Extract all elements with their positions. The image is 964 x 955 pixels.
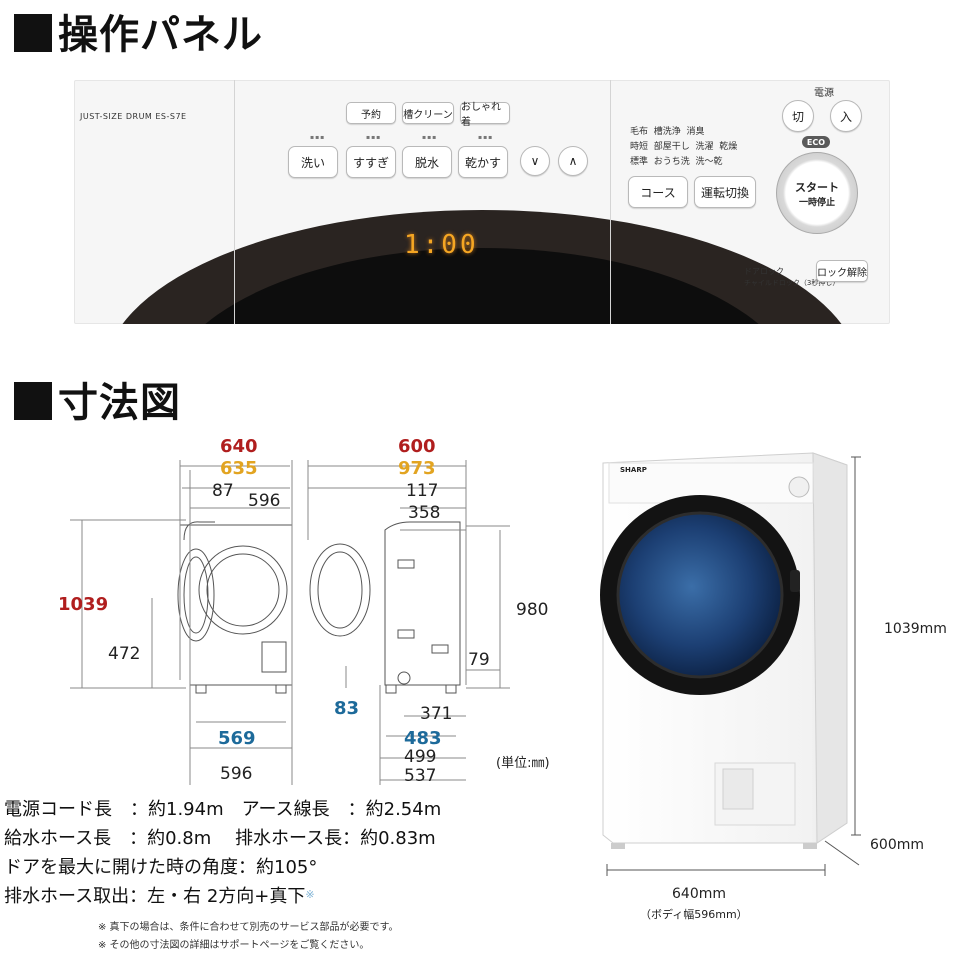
dim-side-height-980: 980	[516, 600, 549, 620]
dim-front-feet-569: 569	[218, 728, 256, 749]
side-body-outline	[384, 521, 461, 686]
front-body-outline	[189, 524, 293, 686]
panel-divider	[610, 80, 611, 324]
note-support-page: ※ その他の寸法図の詳細はサポートページをご覧ください。	[98, 940, 370, 951]
tub-clean-button[interactable]: 槽クリーン	[402, 102, 454, 124]
spec-door-angle: ドアを最大に開けた時の角度：約105°	[4, 857, 318, 878]
power-off-button[interactable]: 切	[782, 100, 814, 132]
mode-switch-button[interactable]: 運転切換	[694, 176, 756, 208]
wash-button[interactable]: 洗い	[288, 146, 338, 178]
dim-side-feet-483: 483	[404, 728, 442, 749]
dim-side-depth-973: 973	[398, 458, 436, 479]
indicator-dots: ▪▪▪	[366, 134, 382, 141]
photo-height-label: 1039mm	[884, 621, 947, 637]
course-options-row: 時短 部屋干し 洗濯 乾燥	[630, 142, 738, 152]
delicate-button[interactable]: おしゃれ着	[460, 102, 510, 128]
panel-divider	[234, 80, 235, 324]
course-options-row: 標準 おうち洗 洗～乾	[630, 157, 723, 167]
square-bullet-icon	[14, 382, 52, 420]
dim-front-offset-87: 87	[212, 481, 234, 501]
dim-front-height-1039: 1039	[58, 594, 109, 615]
dim-side-height-79: 79	[468, 650, 490, 670]
door-lock-label: ドアロック	[744, 267, 784, 276]
control-panel: JUST-SIZE DRUM ES-S7E 予約 槽クリーン おしゃれ着 ▪▪▪…	[74, 80, 890, 324]
dim-side-depth-358: 358	[408, 503, 441, 523]
reserve-button[interactable]: 予約	[346, 102, 396, 124]
side-door-outline	[309, 543, 371, 637]
dim-side-depth-537: 537	[404, 766, 437, 786]
square-bullet-icon	[14, 14, 52, 52]
spec-hose-length: 給水ホース長 ：約0.8m 排水ホース長：約0.83m	[4, 828, 436, 849]
dim-side-height-83: 83	[334, 698, 360, 719]
note-service-part: ※ 真下の場合は、条件に合わせて別売のサービス部品が必要です。	[98, 922, 399, 933]
spin-button[interactable]: 脱水	[402, 146, 452, 178]
unit-label: (単位:㎜)	[496, 756, 550, 771]
dimension-drawing	[70, 460, 510, 785]
start-pause-button[interactable]: スタート 一時停止	[776, 152, 858, 234]
photo-depth-label: 600mm	[870, 837, 924, 853]
dim-side-offset-117: 117	[406, 481, 439, 501]
eco-indicator: ECO	[802, 136, 830, 148]
dim-side-depth-371: 371	[420, 704, 453, 724]
down-arrow-button[interactable]: ∨	[520, 146, 550, 176]
model-label: JUST-SIZE DRUM ES-S7E	[80, 112, 187, 121]
photo-width-label: 640mm	[672, 886, 726, 902]
dimensions-section-title: 寸法図	[14, 370, 181, 428]
dim-front-width-640: 640	[220, 436, 258, 457]
photo-body-width-label: （ボディ幅596mm）	[640, 908, 748, 921]
spec-cord-length: 電源コード長 ：約1.94m アース線長 ：約2.54m	[4, 799, 442, 820]
front-door-outline	[198, 545, 288, 635]
course-button[interactable]: コース	[628, 176, 688, 208]
washer-illustration	[600, 452, 861, 876]
dim-front-height-472: 472	[108, 644, 141, 664]
dim-side-depth-499: 499	[404, 747, 437, 767]
power-label: 電源	[814, 88, 834, 99]
rinse-button[interactable]: すすぎ	[346, 146, 396, 178]
indicator-dots: ▪▪▪	[478, 134, 494, 141]
dry-button[interactable]: 乾かす	[458, 146, 508, 178]
dim-front-width-596-top: 596	[248, 491, 281, 511]
indicator-dots: ▪▪▪	[422, 134, 438, 141]
dim-side-depth-600: 600	[398, 436, 436, 457]
power-on-button[interactable]: 入	[830, 100, 862, 132]
lock-release-button[interactable]: ロック解除	[816, 260, 868, 282]
up-arrow-button[interactable]: ∧	[558, 146, 588, 176]
dim-front-width-596-bottom: 596	[220, 764, 253, 784]
panel-section-title: 操作パネル	[14, 2, 263, 60]
dim-front-width-635: 635	[220, 458, 258, 479]
time-display: 1:00	[404, 230, 479, 260]
footnote-mark: ※	[305, 888, 315, 901]
brand-logo: SHARP	[620, 466, 647, 474]
child-lock-label: チャイルドロック（3秒押し）	[744, 279, 840, 287]
indicator-dots: ▪▪▪	[310, 134, 326, 141]
course-options-row: 毛布 槽洗浄 消臭	[630, 127, 705, 137]
open-door-outline	[177, 548, 215, 642]
spec-drain-outlet: 排水ホース取出：左・右 2方向+真下※	[4, 886, 315, 907]
